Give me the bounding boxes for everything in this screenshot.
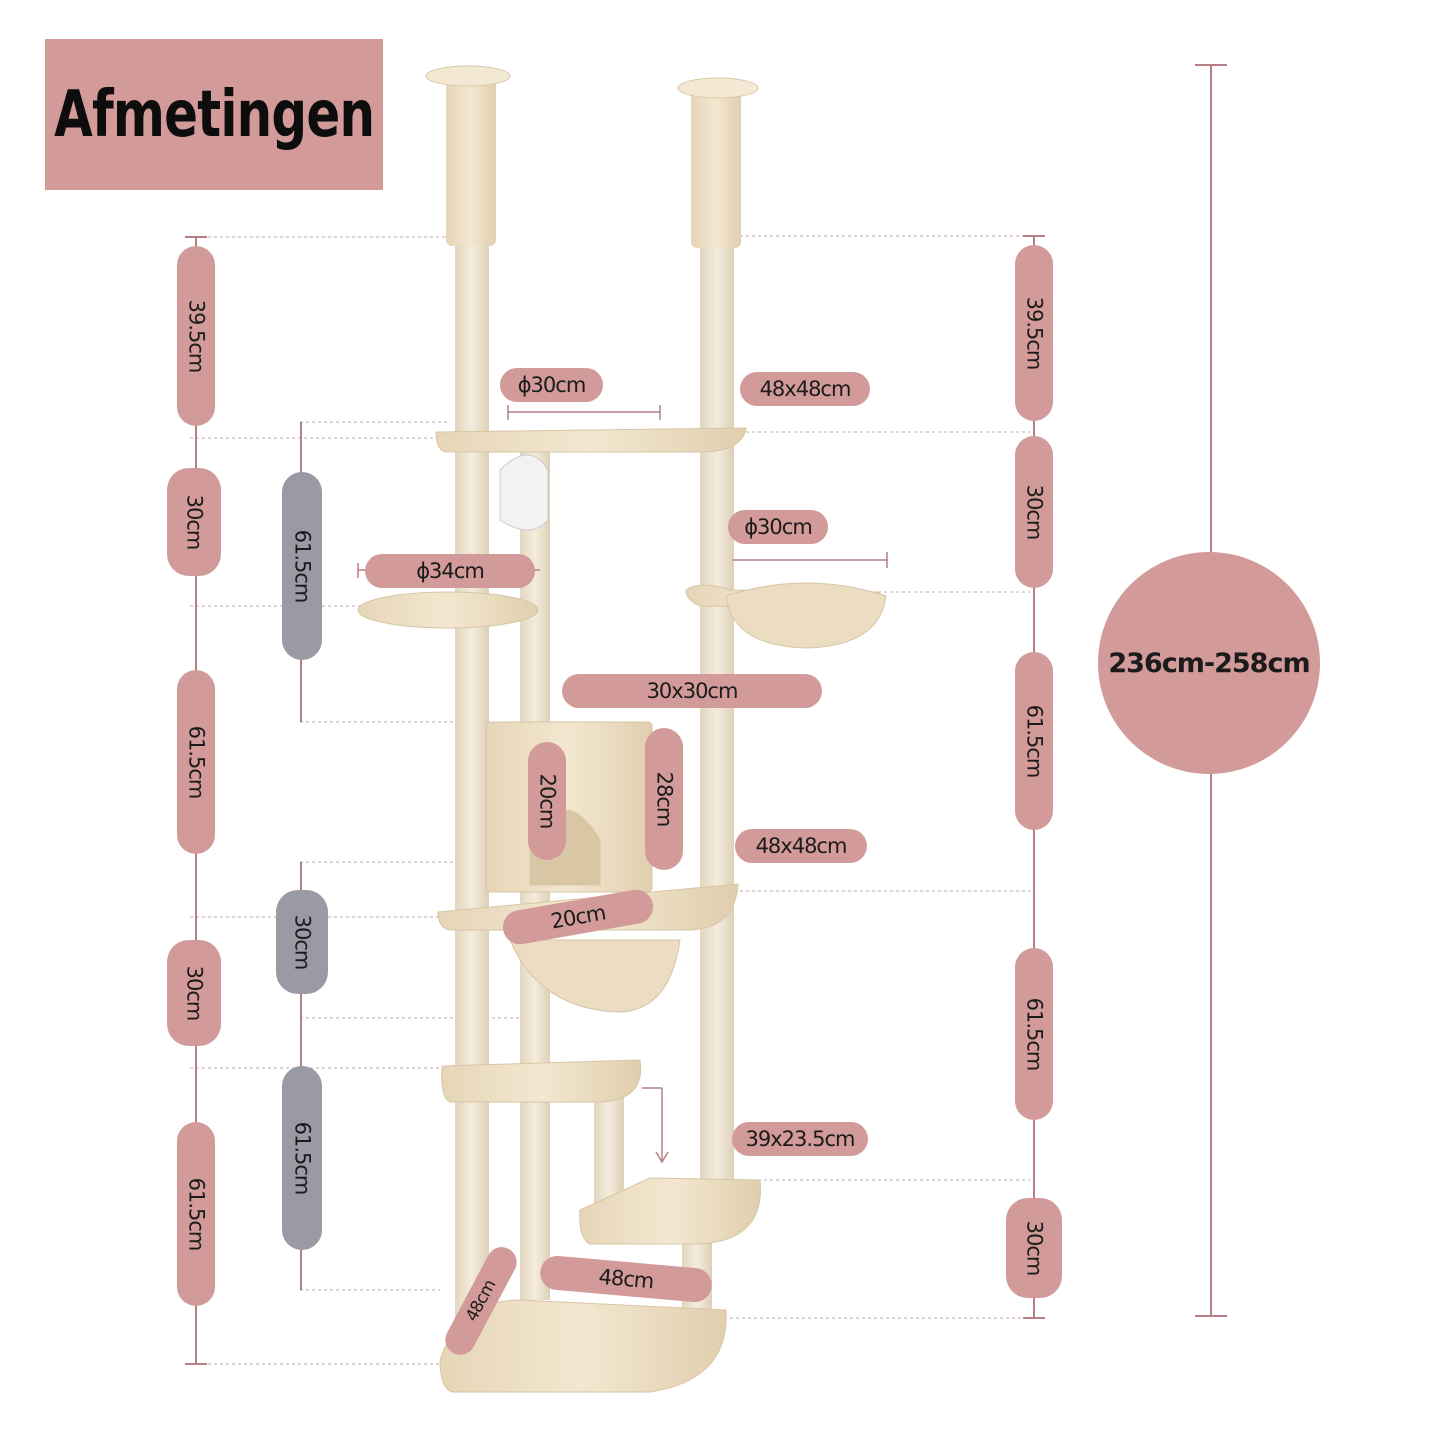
left-dimension-1: 39.5cm: [177, 246, 215, 426]
left-dimension-5: 61.5cm: [177, 1122, 215, 1306]
step-platform-size-label: 39x23.5cm: [732, 1122, 868, 1156]
page-title: Afmetingen: [53, 77, 375, 152]
right-dimension-4: 61.5cm: [1015, 948, 1053, 1120]
right-dimension-5: 30cm: [1006, 1198, 1062, 1298]
top-covers: [425, 65, 759, 248]
condo-top-size-label: 30x30cm: [562, 674, 822, 708]
right-dimension-1: 39.5cm: [1015, 245, 1053, 421]
inner-dimension-2: 30cm: [276, 890, 328, 994]
right-dimension-3: 61.5cm: [1015, 652, 1053, 830]
condo-inner-height-label: 20cm: [528, 742, 566, 860]
left-dimension-2: 30cm: [167, 468, 221, 576]
round-platform-diameter-label: ϕ34cm: [365, 554, 535, 588]
top-platform-size-label: 48x48cm: [740, 372, 870, 406]
step-arrow: [642, 1087, 669, 1164]
left-dimension-3: 61.5cm: [177, 670, 215, 854]
top-bowl-diameter-label: ϕ30cm: [500, 368, 603, 402]
left-dimension-4: 30cm: [167, 940, 221, 1046]
inner-dimension-1: 61.5cm: [282, 472, 322, 660]
total-height-label: 236cm-258cm: [1108, 647, 1310, 679]
total-height-bubble: 236cm-258cm: [1098, 552, 1320, 774]
condo-height-label: 28cm: [645, 728, 683, 870]
right-dimension-2: 30cm: [1015, 436, 1053, 588]
basket-diameter-label: ϕ30cm: [728, 510, 828, 544]
title-banner: Afmetingen: [45, 39, 383, 190]
inner-dimension-3: 61.5cm: [282, 1066, 322, 1250]
middle-platform-size-label: 48x48cm: [735, 829, 867, 863]
